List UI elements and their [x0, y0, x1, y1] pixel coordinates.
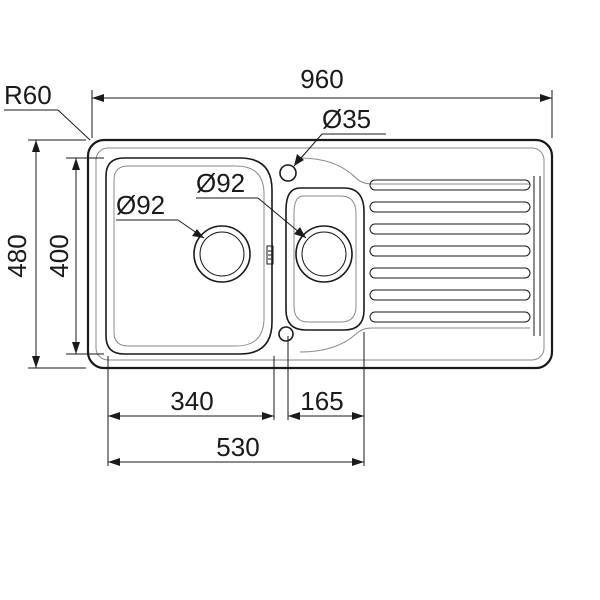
- groove-4: [369, 245, 531, 257]
- dimension-overall-length: 960: [91, 64, 553, 138]
- second-bowl-length-label: 165: [300, 386, 343, 416]
- dimension-inner-width: 400: [44, 157, 104, 355]
- main-bowl-length-label: 340: [170, 386, 213, 416]
- main-drain-label: Ø92: [116, 190, 165, 220]
- overall-length-label: 960: [300, 64, 343, 94]
- groove-7: [369, 311, 531, 323]
- inner-width-label: 400: [44, 234, 74, 277]
- groove-5: [369, 267, 531, 279]
- drainer-grooves: [369, 179, 531, 323]
- tap-hole-label: Ø35: [322, 104, 371, 134]
- dimension-main-drain: Ø92: [116, 190, 205, 239]
- radius-label: R60: [4, 80, 52, 110]
- tap-holes: [278, 164, 297, 342]
- groove-2: [369, 201, 531, 213]
- drainer-board: [299, 157, 541, 353]
- dimension-bowl-lengths: 340 165: [107, 332, 365, 466]
- dimension-tap-hole: Ø35: [293, 104, 386, 167]
- dimension-overall-width: 480: [2, 139, 86, 369]
- second-bowl: [285, 187, 365, 331]
- overall-width-label: 480: [2, 234, 32, 277]
- dimension-second-drain: Ø92: [196, 168, 307, 239]
- groove-3: [369, 223, 531, 235]
- second-drain-label: Ø92: [196, 168, 245, 198]
- bowls-total-length-label: 530: [216, 432, 259, 462]
- dimension-radius: R60: [4, 80, 91, 141]
- dimension-bowls-total-length: 530: [108, 432, 364, 466]
- sink-outline: [86, 138, 554, 370]
- groove-1: [369, 179, 531, 191]
- groove-6: [369, 289, 531, 301]
- main-bowl: [105, 157, 274, 355]
